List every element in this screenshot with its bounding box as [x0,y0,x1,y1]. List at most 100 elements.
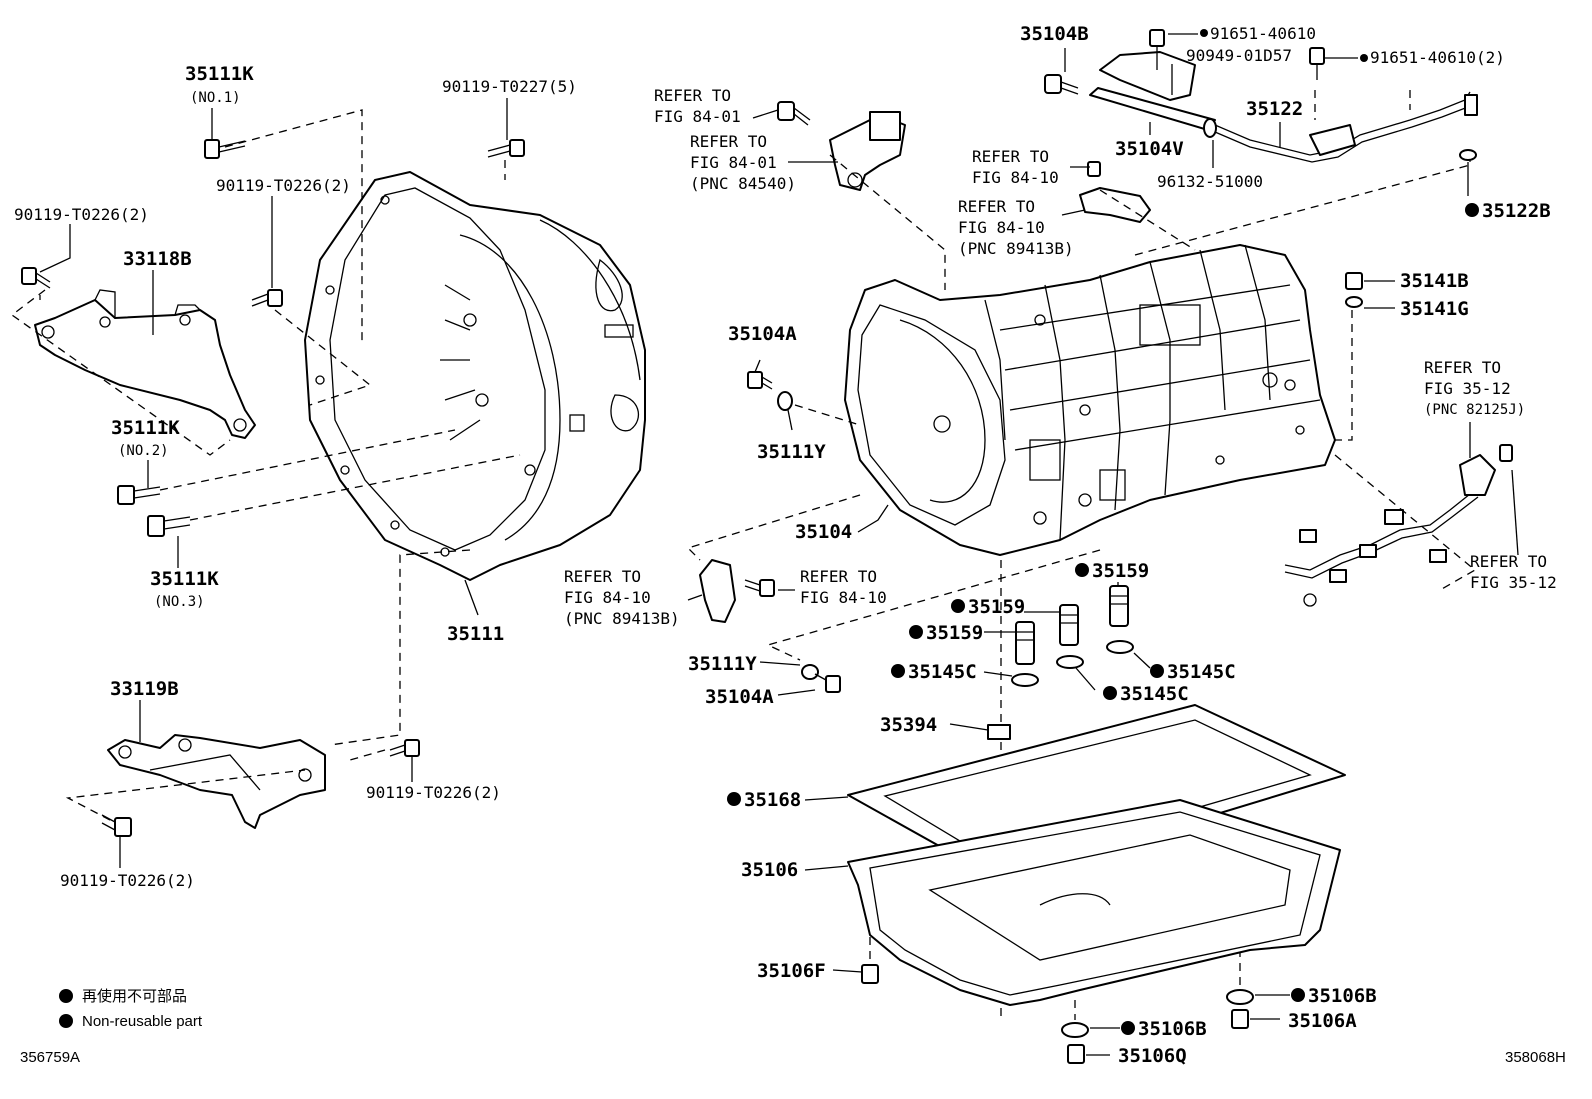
label-35159-a: 35159 [1092,560,1149,582]
refer-1-line2: FIG 84-01 [654,107,741,126]
refer-6-line2: FIG 84-10 [800,588,887,607]
label-35159-c: 35159 [926,622,983,644]
label-33119b: 33119B [110,678,179,700]
label-35104b: 35104B [1020,23,1089,45]
clamp-96132-51000 [1203,118,1217,138]
gasket-35122b [1459,149,1477,161]
transmission-case-part [844,244,1336,556]
label-91651-40610-2: 91651-40610(2) [1370,48,1505,67]
label-35106q: 35106Q [1118,1045,1187,1067]
refer-1-line1: REFER TO [654,86,731,105]
bell-housing-part [304,171,646,581]
bullet-91651-40610 [1200,29,1208,37]
sensor-pnc-89413b-upper [1079,161,1151,223]
label-35122b: 35122B [1482,200,1551,222]
bracket-33119b-part [107,734,326,829]
label-35104a-top: 35104A [728,323,797,345]
refer-2-line3: (PNC 84540) [690,174,796,193]
illustration-id-left: 356759A [20,1049,80,1066]
label-35111k-no2-sub: (NO.2) [118,443,169,459]
refer-5-line1: REFER TO [564,567,641,586]
bolt-35104a-top [747,371,793,411]
nonreusable-marker-35106b-a [1291,988,1305,1002]
label-35145c-b: 35145C [1167,661,1236,683]
bracket-33118b-part [34,289,256,439]
label-35111k-no2: 35111K [111,417,180,439]
sensor-pnc-89413b-lower [699,559,775,623]
label-90119-t0226-top: 90119-T0226(2) [216,176,351,195]
label-35106: 35106 [741,859,798,881]
label-90119-t0226-bot: 90119-T0226(2) [60,871,195,890]
bolt-90119-t0226-mid [389,739,420,757]
lever-bracket-part [1099,29,1196,101]
bolt-35104b [1044,74,1079,95]
refer-4-line1: REFER TO [958,197,1035,216]
refer-3-line1: REFER TO [972,147,1049,166]
label-35145c-c: 35145C [1120,683,1189,705]
label-35141b: 35141B [1400,270,1469,292]
nonreusable-marker-35122b [1465,203,1479,217]
nonreusable-marker-35168 [727,792,741,806]
illustration-id-right: 358068H [1505,1049,1566,1066]
washers-35145c [1011,640,1134,687]
nonreusable-marker-35106b-b [1121,1021,1135,1035]
legend-marker-jp [59,989,73,1003]
drain-plugs [861,964,1254,1064]
refer-7-line1: REFER TO [1424,358,1501,377]
label-35106b-b: 35106B [1138,1018,1207,1040]
label-91651-40610: 91651-40610 [1210,24,1316,43]
legend-line-en: Non-reusable part [82,1013,203,1030]
sensor-pnc-84540 [777,101,906,191]
left-alignment-lines [10,109,521,821]
part-labels: 35111K (NO.1) 90119-T0227(5) 90119-T0226… [14,23,1557,1067]
label-35394: 35394 [880,714,937,736]
legend-line-jp: 再使用不可部品 [82,988,187,1005]
oil-pan-35106-part [847,724,1341,1006]
label-35145c-a: 35145C [908,661,977,683]
label-96132-51000: 96132-51000 [1157,172,1263,191]
label-35111k-no3-sub: (NO.3) [154,594,205,610]
nonreusable-marker-35145c-b [1150,664,1164,678]
refer-7-line3: (PNC 82125J) [1424,402,1525,418]
label-35106f: 35106F [757,960,826,982]
leader-lines [39,33,1519,1056]
label-35106b-a: 35106B [1308,985,1377,1007]
refer-6-line1: REFER TO [800,567,877,586]
bolt-35104a-bot [801,664,841,693]
label-35104: 35104 [795,521,852,543]
plugs-35159 [1015,585,1129,665]
label-35106a: 35106A [1288,1010,1357,1032]
refer-8-line1: REFER TO [1470,552,1547,571]
label-35111y-bot: 35111Y [688,653,757,675]
label-90119-t0226-left: 90119-T0226(2) [14,205,149,224]
bolt-90119-t0227 [487,139,525,158]
bolt-90119-t0226-top [251,289,283,307]
refer-2-line2: FIG 84-01 [690,153,777,172]
tube-35122 [1214,47,1478,163]
label-35111y-top: 35111Y [757,441,826,463]
refer-5-line3: (PNC 89413B) [564,609,680,628]
bullet-91651-40610-2 [1360,54,1368,62]
label-35111k-no1-sub: (NO.1) [190,90,241,106]
label-35122: 35122 [1246,98,1303,120]
nonreusable-marker-35159-b [951,599,965,613]
refer-4-line2: FIG 84-10 [958,218,1045,237]
refer-4-line3: (PNC 89413B) [958,239,1074,258]
bolt-35111k-no2 [117,485,161,505]
nonreusable-marker-35145c-a [891,664,905,678]
refer-5-line2: FIG 84-10 [564,588,651,607]
bolt-35111k-no3 [147,515,191,537]
nonreusable-marker-35159-a [1075,563,1089,577]
legend: 再使用不可部品 Non-reusable part [59,988,203,1030]
refer-7-line2: FIG 35-12 [1424,379,1511,398]
refer-8-line2: FIG 35-12 [1470,573,1557,592]
label-35111k-no3: 35111K [150,568,219,590]
label-35159-b: 35159 [968,596,1025,618]
wire-harness-part [1284,444,1513,607]
label-90949-01d57: 90949-01D57 [1186,46,1292,65]
label-35104v: 35104V [1115,138,1184,160]
refer-2-line1: REFER TO [690,132,767,151]
label-35111: 35111 [447,623,504,645]
label-35111k-no1: 35111K [185,63,254,85]
